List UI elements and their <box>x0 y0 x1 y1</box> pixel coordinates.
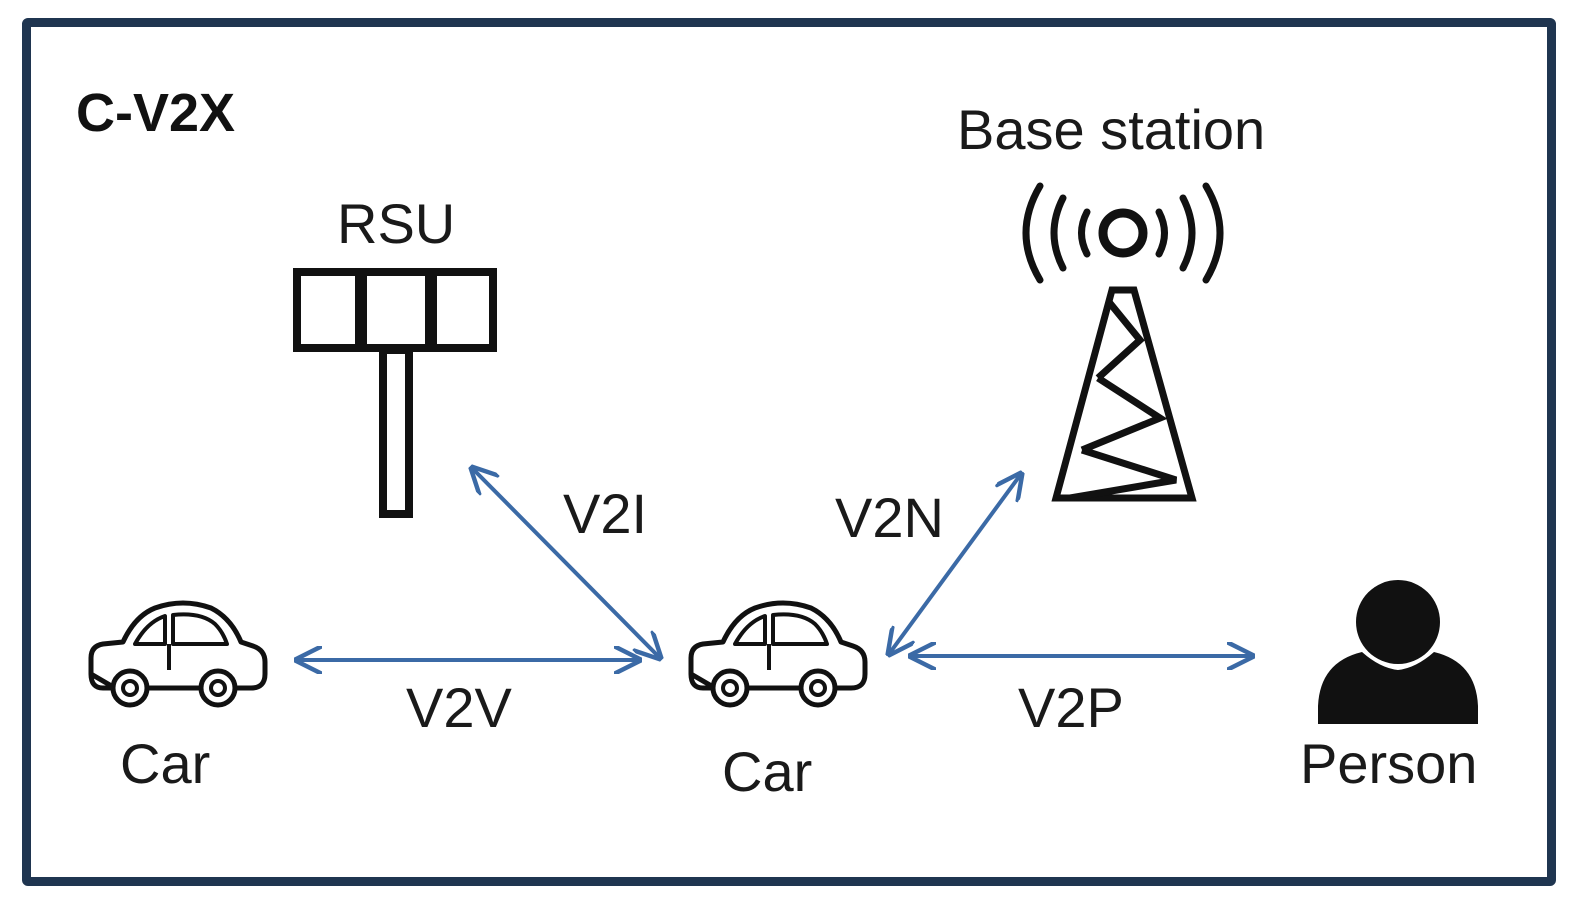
diagram-title: C-V2X <box>76 83 236 143</box>
car-center-label: Car <box>722 740 813 803</box>
v2v-label: V2V <box>406 676 512 739</box>
car-icon-center <box>691 603 865 705</box>
v2p-label: V2P <box>1018 676 1124 739</box>
person-label: Person <box>1300 732 1478 795</box>
rsu-label: RSU <box>337 192 456 255</box>
car-left-label: Car <box>120 732 211 795</box>
v2n-label: V2N <box>835 486 944 549</box>
diagram-frame <box>22 18 1556 886</box>
rsu-icon <box>293 268 497 518</box>
cell-tower-icon <box>1022 182 1224 502</box>
base-station-label: Base station <box>957 98 1266 161</box>
v2n-arrow <box>889 474 1021 654</box>
person-icon <box>1318 580 1478 724</box>
car-icon-left <box>91 603 265 705</box>
v2i-arrow <box>472 468 660 658</box>
link-arrows <box>297 468 1252 660</box>
v2i-label: V2I <box>563 482 648 545</box>
